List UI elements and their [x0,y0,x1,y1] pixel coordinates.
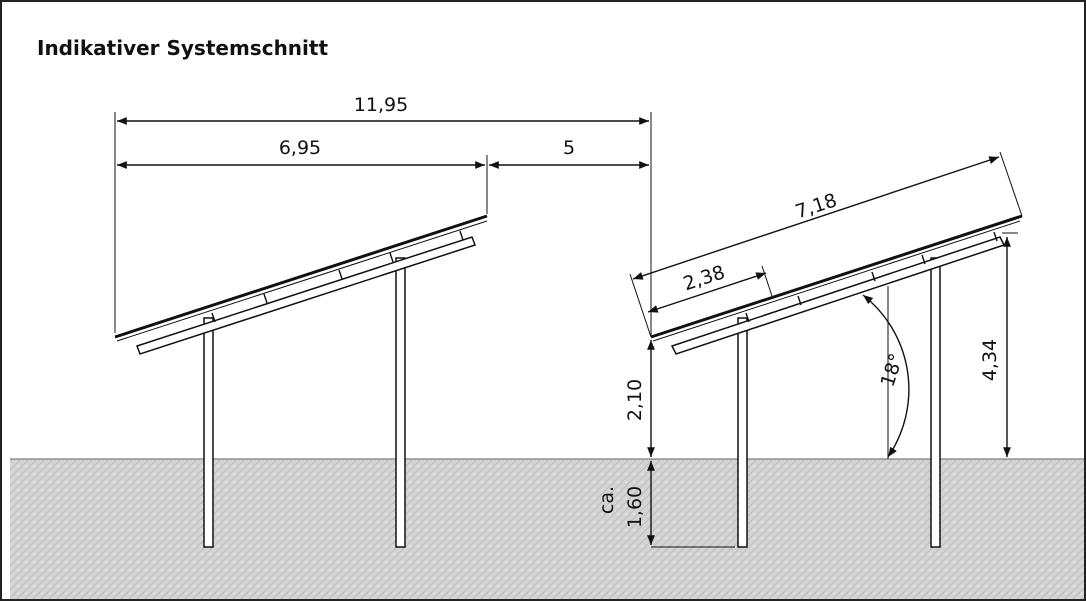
dim-line-module-length [632,156,1000,280]
angle-arc [862,294,910,458]
left-front-post [203,317,214,548]
dim-row-gap: 5 [563,137,575,159]
dim-total-width: 11,95 [354,94,408,116]
ground-area [10,459,1084,599]
dim-lower-edge-height: 2,10 [624,379,646,421]
left-rail [136,236,476,355]
right-front-post [737,317,748,548]
drawing-title: Indikativer Systemschnitt [37,36,328,60]
dim-line-post-offset [647,272,767,313]
dim-embed-depth: 1,60 [624,486,646,528]
dim-upper-edge-height: 4,34 [979,339,1001,381]
dim-table-width: 6,95 [279,137,321,159]
left-module-top [114,214,488,339]
right-rear-post [930,257,941,548]
left-pv-table [114,214,488,548]
left-rear-post [395,257,406,548]
dim-embed-prefix: ca. [596,486,618,514]
